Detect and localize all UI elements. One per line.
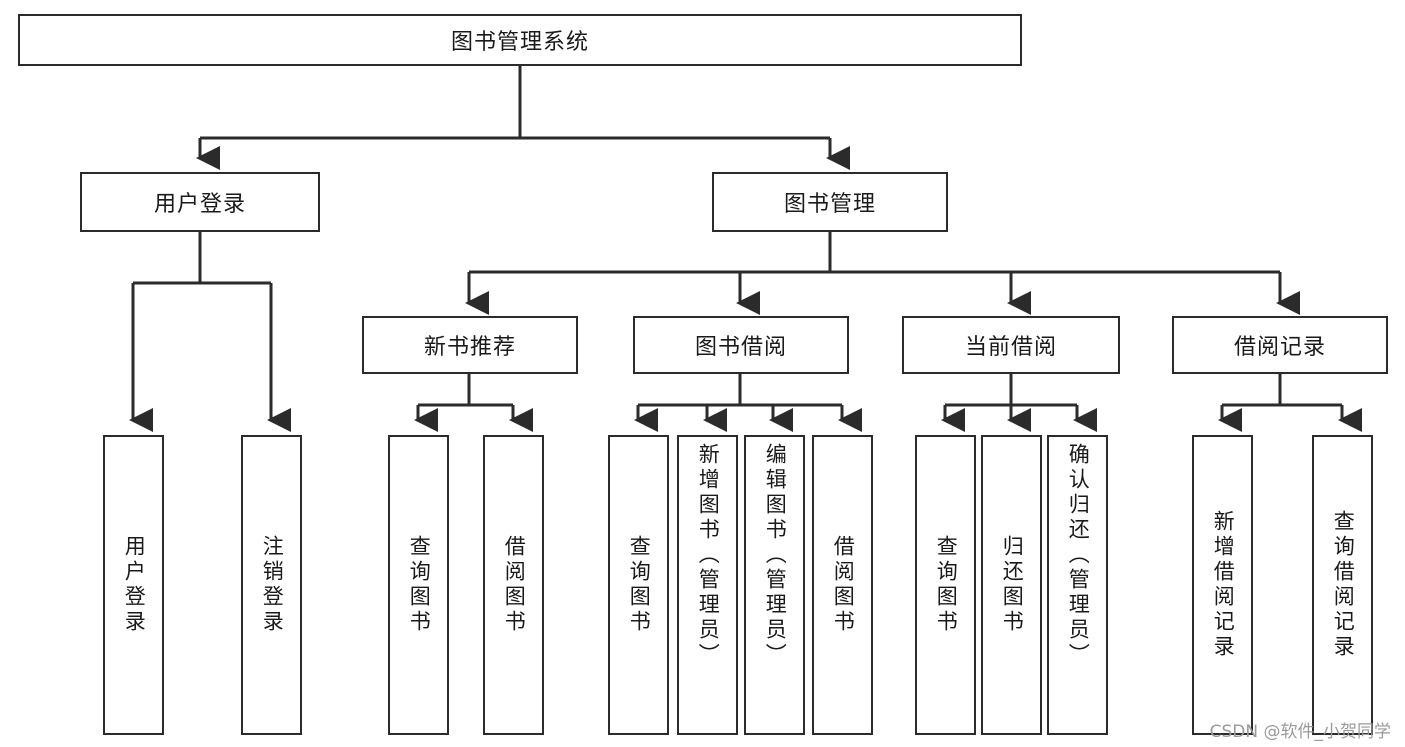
node-new-book-recommend[interactable]: 新书推荐 (362, 316, 578, 374)
leaf-label: 归还图书 (1000, 535, 1025, 635)
leaf-label: 注销登录 (260, 535, 285, 635)
leaf-label: 借阅图书 (502, 535, 527, 635)
leaf-label: 查询图书 (934, 535, 959, 635)
leaf-current-return-book[interactable]: 归还图书 (981, 435, 1042, 735)
node-book-borrow[interactable]: 图书借阅 (633, 316, 849, 374)
leaf-current-confirm-return[interactable]: 确认归还（管理员） (1047, 435, 1108, 735)
leaf-borrow-edit-book[interactable]: 编辑图书（管理员） (744, 435, 805, 735)
node-user-login[interactable]: 用户登录 (80, 172, 320, 232)
node-user-login-label: 用户登录 (153, 192, 246, 217)
leaf-current-query-book[interactable]: 查询图书 (915, 435, 976, 735)
leaf-record-add-record[interactable]: 新增借阅记录 (1192, 435, 1253, 735)
leaf-recommend-query-book[interactable]: 查询图书 (388, 435, 449, 735)
node-book-management-label: 图书管理 (783, 192, 876, 217)
leaf-record-query-record[interactable]: 查询借阅记录 (1312, 435, 1373, 735)
node-current-borrow-label: 当前借阅 (964, 335, 1057, 360)
node-borrow-record[interactable]: 借阅记录 (1172, 316, 1388, 374)
leaf-label: 编辑图书（管理员） (763, 443, 788, 668)
leaf-user-login-signin[interactable]: 用户登录 (103, 435, 164, 735)
leaf-user-login-signout[interactable]: 注销登录 (241, 435, 302, 735)
leaf-recommend-borrow-book[interactable]: 借阅图书 (483, 435, 544, 735)
leaf-label: 查询图书 (627, 535, 652, 635)
leaf-label: 查询图书 (407, 535, 432, 635)
leaf-label: 查询借阅记录 (1331, 510, 1356, 660)
leaf-label: 确认归还（管理员） (1066, 443, 1091, 668)
leaf-label: 新增图书（管理员） (696, 443, 721, 668)
node-book-borrow-label: 图书借阅 (694, 335, 787, 360)
leaf-label: 新增借阅记录 (1211, 510, 1236, 660)
leaf-borrow-query-book[interactable]: 查询图书 (608, 435, 669, 735)
node-current-borrow[interactable]: 当前借阅 (902, 316, 1120, 374)
node-root-label: 图书管理系统 (450, 30, 589, 55)
leaf-label: 借阅图书 (831, 535, 856, 635)
node-root[interactable]: 图书管理系统 (18, 14, 1022, 66)
csdn-watermark: CSDN @软件_小贺同学 (1209, 722, 1391, 742)
node-new-book-recommend-label: 新书推荐 (423, 335, 516, 360)
node-borrow-record-label: 借阅记录 (1233, 335, 1326, 360)
leaf-label: 用户登录 (122, 535, 147, 635)
leaf-borrow-borrow-book[interactable]: 借阅图书 (812, 435, 873, 735)
leaf-borrow-add-book[interactable]: 新增图书（管理员） (677, 435, 738, 735)
node-book-management[interactable]: 图书管理 (712, 172, 948, 232)
